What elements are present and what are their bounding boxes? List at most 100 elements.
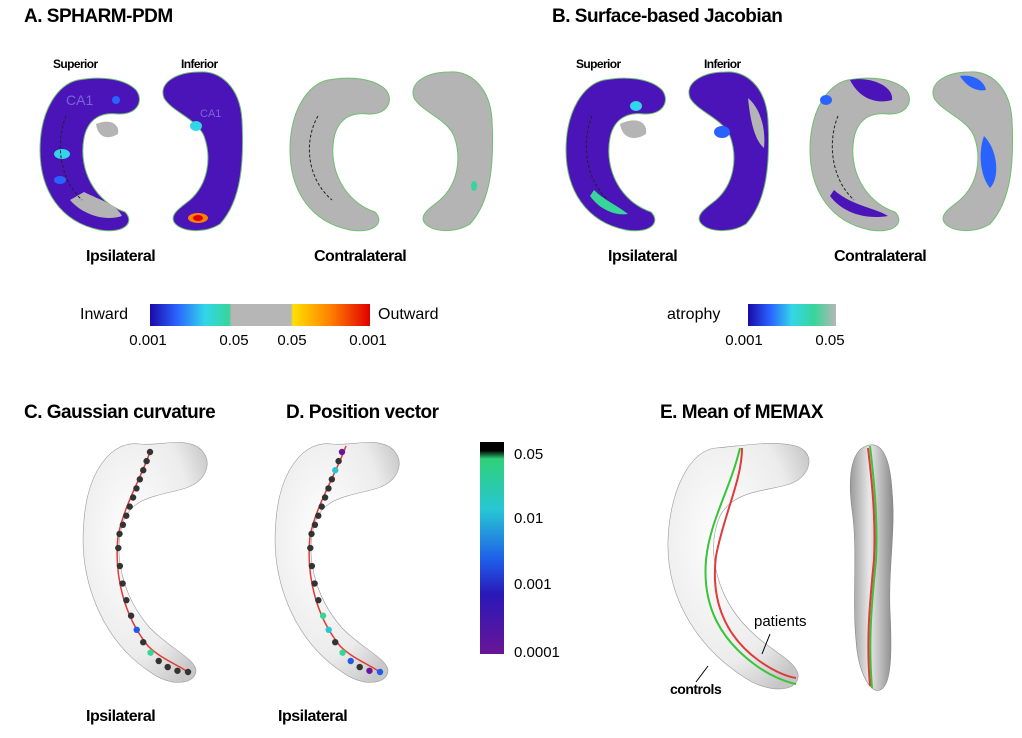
skeleton-point	[119, 580, 126, 587]
d-colorbar-tick: 0.0001	[514, 644, 560, 661]
skeleton-point	[133, 626, 140, 634]
skeleton-point	[347, 657, 354, 665]
skeleton-point	[129, 494, 137, 501]
skeleton-point	[174, 667, 181, 674]
panel-b-view-inferior: Inferior	[704, 57, 741, 71]
skeleton-point	[376, 668, 384, 676]
panel-a-view-superior: Superior	[53, 57, 98, 71]
b-green-patch	[590, 190, 628, 215]
skeleton-point	[140, 638, 147, 646]
d-colorbar	[480, 442, 504, 654]
b-colorbar-tick: 0.001	[725, 332, 763, 349]
e-patients-line	[713, 447, 797, 679]
panel-b-surfaces	[565, 71, 1014, 232]
a-colorbar-tick: 0.001	[129, 332, 167, 349]
skeleton-point	[123, 597, 130, 604]
a-gray-patch	[96, 121, 119, 138]
e-patients-pointer	[761, 633, 771, 655]
skeleton-point	[366, 667, 373, 674]
skeleton-point	[116, 530, 123, 538]
a-red-patch	[193, 215, 203, 221]
c-group-ipsilateral: Ipsilateral	[86, 708, 156, 725]
skeleton-point	[136, 476, 144, 483]
skeleton-point	[318, 503, 325, 510]
panel-a-view-inferior: Inferior	[181, 57, 218, 71]
skeleton-point	[123, 512, 130, 519]
skeleton-point	[332, 467, 339, 474]
skeleton-point	[325, 626, 332, 634]
skeleton-point	[143, 457, 150, 465]
skeleton-point	[126, 503, 133, 510]
skeleton-point	[164, 663, 171, 671]
a-colorbar-tick: 0.05	[219, 332, 249, 349]
skeleton-point	[140, 467, 147, 474]
skeleton-point	[119, 521, 127, 529]
d-group-ipsilateral: Ipsilateral	[278, 708, 348, 725]
skeleton-point	[321, 494, 329, 501]
a-blue-patch	[112, 96, 120, 104]
b-boundary	[585, 115, 609, 201]
skeleton-point	[325, 485, 332, 492]
skeleton-point	[356, 663, 363, 671]
panel-a-surfaces	[39, 71, 494, 232]
a-colorbar-tick: 0.001	[349, 332, 387, 349]
b-gray-patch	[620, 120, 647, 139]
b-colorbar-label: atrophy	[667, 306, 721, 323]
a-ca1-boundary	[59, 115, 83, 201]
e-side-patients-line	[867, 447, 876, 687]
skeleton-point	[147, 649, 154, 656]
e-front-surface	[667, 443, 810, 690]
a-ca1-label-superior: CA1	[66, 92, 94, 108]
e-side-controls-line	[869, 445, 878, 689]
panel-e-title: E. Mean of MEMAX	[660, 402, 824, 423]
a-group-ipsilateral: Ipsilateral	[86, 248, 156, 265]
skeleton-point	[319, 612, 327, 619]
a-ca1-label-inferior: CA1	[200, 108, 222, 120]
a-colorbar-right-label: Outward	[378, 306, 439, 323]
b-purple-patch	[830, 190, 888, 218]
skeleton-point	[311, 521, 319, 529]
e-side-surface	[849, 444, 894, 691]
b-gray-patch	[748, 98, 765, 148]
b-contra-boundary	[831, 115, 855, 201]
b-cyan-patch	[630, 101, 642, 111]
a-gray-patch	[70, 192, 122, 219]
b-colorbar-tick: 0.05	[815, 332, 845, 349]
skeleton-point	[155, 657, 162, 665]
d-colorbar-tick: 0.001	[514, 576, 552, 593]
b-blue-patch	[980, 136, 997, 188]
a-colorbar-left-label: Inward	[80, 306, 129, 323]
b-group-contralateral: Contralateral	[834, 248, 927, 265]
b-blue-patch	[960, 75, 986, 91]
panel-d-title: D. Position vector	[286, 402, 439, 423]
skeleton-point	[133, 485, 140, 492]
e-controls-line	[704, 447, 797, 685]
b-colorbar	[748, 304, 836, 326]
d-skeleton-points	[307, 448, 384, 676]
panel-a-title: A. SPHARM-PDM	[24, 6, 173, 27]
d-colorbar-tick: 0.01	[514, 510, 544, 527]
skeleton-point	[307, 544, 314, 552]
d-colorbar-tick: 0.05	[514, 446, 544, 463]
skeleton-point	[308, 562, 316, 570]
skeleton-point	[184, 668, 192, 676]
a-colorbar	[150, 304, 370, 326]
skeleton-point	[311, 580, 318, 587]
b-group-ipsilateral: Ipsilateral	[608, 248, 678, 265]
skeleton-point	[315, 512, 322, 519]
skeleton-point	[328, 476, 336, 483]
c-skeleton-points	[115, 448, 192, 676]
panel-b-view-superior: Superior	[576, 57, 621, 71]
skeleton-point	[127, 612, 135, 619]
b-blue-patch	[820, 95, 832, 105]
skeleton-point	[338, 448, 346, 456]
a-group-contralateral: Contralateral	[314, 248, 407, 265]
a-cyan-patch	[54, 149, 70, 159]
b-blue-patch	[714, 126, 730, 138]
skeleton-point	[146, 448, 154, 456]
skeleton-point	[335, 457, 342, 465]
a-contra-boundary	[308, 115, 333, 201]
panel-c-title: C. Gaussian curvature	[24, 402, 216, 423]
